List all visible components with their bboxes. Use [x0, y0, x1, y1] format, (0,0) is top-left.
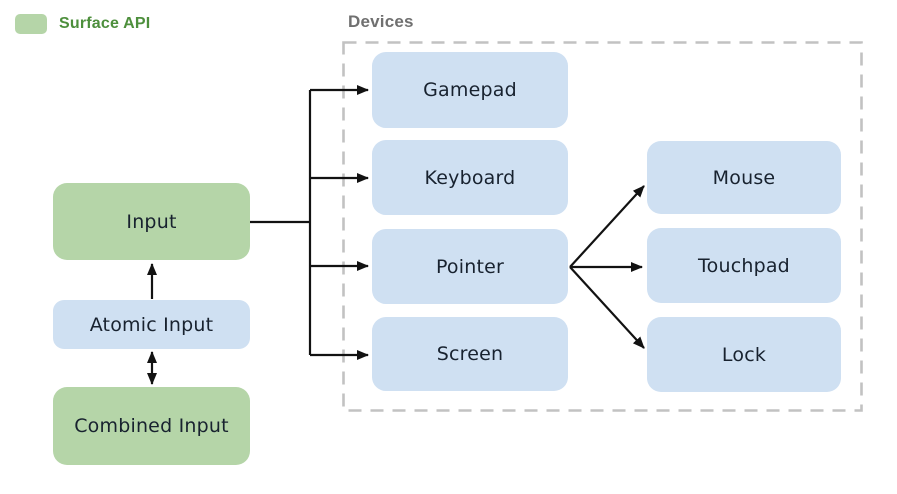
- node-screen-label: Screen: [436, 343, 504, 365]
- node-lock-label: Lock: [721, 343, 767, 366]
- node-pointer: Pointer: [372, 229, 568, 304]
- node-touchpad: Touchpad: [647, 228, 841, 303]
- node-lock: Lock: [647, 317, 841, 392]
- node-gamepad: Gamepad: [372, 52, 568, 128]
- edge-pointer-to-lock: [569, 266, 645, 349]
- node-mouse: Mouse: [647, 141, 841, 214]
- edge-pointer-to-mouse: [569, 185, 645, 268]
- node-atomic-input: Atomic Input: [53, 300, 250, 349]
- legend: Surface API: [15, 14, 150, 34]
- node-touchpad-label: Touchpad: [698, 254, 790, 277]
- legend-label: Surface API: [59, 15, 151, 32]
- node-gamepad-label: Gamepad: [423, 79, 517, 101]
- node-mouse-label: Mouse: [712, 166, 776, 189]
- node-combined-input-label: Combined Input: [74, 415, 229, 437]
- node-keyboard: Keyboard: [372, 140, 568, 215]
- node-input-label: Input: [126, 210, 177, 233]
- node-atomic-input-label: Atomic Input: [89, 313, 214, 336]
- node-screen: Screen: [372, 317, 568, 391]
- node-pointer-label: Pointer: [435, 255, 505, 278]
- surface-api-color-swatch: [15, 14, 47, 34]
- node-input: Input: [53, 183, 250, 260]
- node-combined-input: Combined Input: [53, 387, 250, 465]
- devices-group-label: Devices: [348, 12, 414, 31]
- node-keyboard-label: Keyboard: [424, 166, 516, 189]
